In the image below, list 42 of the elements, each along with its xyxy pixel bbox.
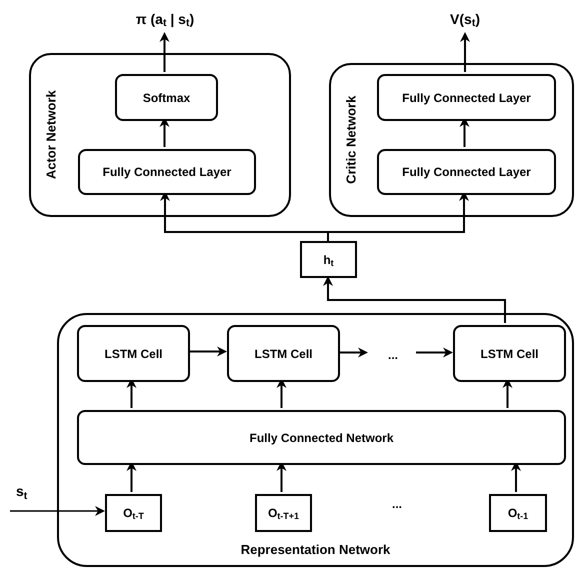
layer-box <box>77 325 190 382</box>
vector-box <box>489 494 547 532</box>
box-label: LSTM Cell <box>254 346 312 362</box>
arrow <box>160 32 170 72</box>
box-label: LSTM Cell <box>104 346 162 362</box>
edge-label: s$_{t}$ <box>16 483 28 499</box>
box-label: Fully Connected Network <box>249 430 394 446</box>
vector-box <box>255 494 312 532</box>
output-text: V(s$_{t}$) <box>450 10 480 30</box>
container-title: Actor Network <box>42 90 60 180</box>
output-text: π (a$_{t}$ | s$_{t}$) <box>136 10 194 30</box>
ellipsis: ... <box>392 497 402 511</box>
arrow <box>416 348 453 358</box>
arrow <box>460 32 470 72</box>
layer-box <box>77 410 566 465</box>
box-label: Fully Connected Layer <box>402 90 531 106</box>
layer-box <box>78 149 256 195</box>
vector-box <box>300 241 357 278</box>
arrow <box>323 276 506 323</box>
arrow <box>338 348 368 358</box>
box-label: Fully Connected Layer <box>102 164 232 181</box>
box-label: Softmax <box>142 90 190 106</box>
layer-box <box>453 325 566 382</box>
network-container <box>29 53 291 217</box>
layer-box <box>115 74 218 121</box>
network-container <box>57 313 574 567</box>
arrow <box>188 346 227 356</box>
vector-box <box>105 494 162 532</box>
layer-box <box>377 74 556 121</box>
network-container <box>329 63 574 217</box>
box-label: O$_{t-T+1}$ <box>268 505 300 522</box>
container-title: Critic Network <box>342 96 360 184</box>
box-label: LSTM Cell <box>480 346 538 362</box>
layer-box <box>377 149 556 195</box>
box-label: Fully Connected Layer <box>402 164 531 181</box>
box-label: h$_{t}$ <box>323 252 334 268</box>
layer-box <box>227 325 340 382</box>
arrow <box>10 506 105 516</box>
box-label: O$_{t-T}$ <box>123 505 144 522</box>
box-label: O$_{t-1}$ <box>508 505 528 522</box>
container-title: Representation Network <box>240 540 390 559</box>
ellipsis: ... <box>388 346 398 364</box>
